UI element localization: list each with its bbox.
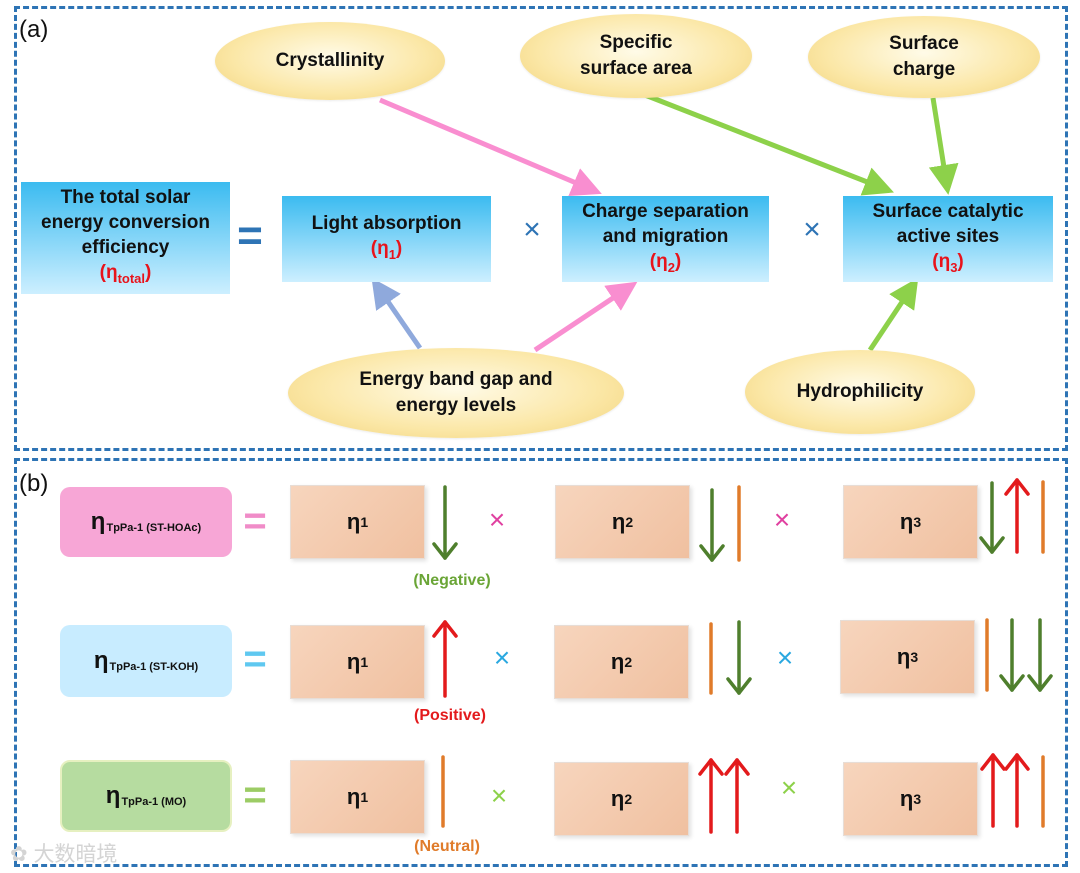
surface-charge-label-2: charge <box>892 59 956 80</box>
up-arrow-icon <box>1004 753 1030 828</box>
down-arrow-icon <box>979 481 1005 554</box>
band-gap-label-2: energy levels <box>395 395 517 416</box>
surface-sites-label-1: Surface catalytic <box>872 200 1024 222</box>
arrow-surface-charge-to-surface <box>928 97 959 195</box>
equals-sign-b-3: = <box>243 772 267 817</box>
times-sign-b-3a: × <box>490 780 508 811</box>
band-gap-label-1: Energy band gap and <box>359 369 553 390</box>
up-arrow-icon <box>698 758 724 834</box>
hydrophilicity-label: Hydrophilicity <box>796 381 924 402</box>
charge-separation-eta: (η2) <box>649 250 682 275</box>
panel-b-label: (b) <box>19 470 49 497</box>
eta-symbol: η <box>93 647 109 674</box>
crystallinity-node: Crystallinity <box>215 22 445 100</box>
surface-sites-label-2: active sites <box>896 225 1000 247</box>
arrow-hydrophilicity-to-surface <box>867 277 919 352</box>
panel-b <box>14 458 1068 867</box>
times-sign-a-2: × <box>803 213 821 246</box>
up-arrow-icon <box>1004 478 1030 554</box>
arrow-surface-area-to-surface <box>644 92 894 196</box>
total-efficiency-box: The total solar energy conversion effici… <box>21 182 230 294</box>
caption-positive: (Positive) <box>413 707 486 724</box>
down-arrow-icon <box>999 618 1025 692</box>
total-efficiency-line-3: efficiency <box>81 237 170 259</box>
times-sign-b-2b: × <box>776 642 794 673</box>
times-sign-b-2a: × <box>493 642 511 673</box>
total-efficiency-eta: (ηtotal) <box>99 262 152 286</box>
specific-surface-area-node: Specific surface area <box>520 14 752 98</box>
eta-symbol: η <box>90 508 106 535</box>
watermark: ✿ 大数暗境 <box>10 838 117 868</box>
arrow-bandgap-to-charge <box>533 281 638 353</box>
down-arrow-icon <box>726 620 752 695</box>
band-gap-node: Energy band gap and energy levels <box>288 348 624 438</box>
down-arrow-icon <box>432 485 458 560</box>
crystallinity-label: Crystallinity <box>275 50 385 71</box>
arrow-crystallinity-to-charge <box>379 97 602 196</box>
watermark-icon: ✿ <box>10 843 34 866</box>
caption-neutral: (Neutral) <box>414 838 480 855</box>
charge-separation-label-2: and migration <box>602 225 729 247</box>
light-absorption-label: Light absorption <box>311 213 462 235</box>
eta-subscript: TpPa-1 (MO) <box>121 796 187 808</box>
light-absorption-eta: (η1) <box>370 238 403 262</box>
specific-surface-area-label-1: Specific <box>599 32 673 53</box>
equals-sign-b-2: = <box>243 636 267 681</box>
up-arrow-icon <box>724 758 750 834</box>
down-arrow-icon <box>1027 618 1053 692</box>
surface-charge-node: Surface charge <box>808 16 1040 98</box>
panel-a <box>14 6 1068 451</box>
total-efficiency-line-2: energy conversion <box>41 212 210 234</box>
watermark-text: 大数暗境 <box>33 843 118 866</box>
total-efficiency-line-1: The total solar <box>60 187 191 209</box>
panel-a-label: (a) <box>19 16 49 43</box>
times-sign-b-1a: × <box>488 504 506 535</box>
caption-negative: (Negative) <box>413 572 491 589</box>
lhs-st-hoac: η TpPa-1 (ST-HOAc) <box>60 487 232 557</box>
arrow-bandgap-to-light <box>371 277 423 350</box>
equals-sign-b-1: = <box>243 498 267 543</box>
eta-symbol: η <box>105 782 121 809</box>
equals-sign-a: = <box>237 211 263 260</box>
times-sign-b-1b: × <box>773 504 791 535</box>
surface-sites-eta: (η3) <box>932 250 964 275</box>
times-sign-a-1: × <box>523 213 541 246</box>
eta-subscript: TpPa-1 (ST-KOH) <box>109 661 199 673</box>
down-arrow-icon <box>699 488 725 562</box>
charge-separation-label-1: Charge separation <box>582 200 749 222</box>
up-arrow-icon <box>980 753 1006 828</box>
times-sign-b-3b: × <box>780 772 798 803</box>
lhs-mo: η TpPa-1 (MO) <box>60 760 232 832</box>
surface-sites-box: Surface catalytic active sites (η3) <box>843 196 1053 282</box>
hydrophilicity-node: Hydrophilicity <box>745 350 975 434</box>
eta-subscript: TpPa-1 (ST-HOAc) <box>106 522 202 534</box>
surface-charge-label-1: Surface <box>889 33 959 54</box>
lhs-st-koh: η TpPa-1 (ST-KOH) <box>60 625 232 697</box>
specific-surface-area-label-2: surface area <box>580 58 692 79</box>
up-arrow-icon <box>432 620 458 698</box>
light-absorption-box: Light absorption (η1) <box>282 196 491 282</box>
charge-separation-box: Charge separation and migration (η2) <box>562 196 769 282</box>
